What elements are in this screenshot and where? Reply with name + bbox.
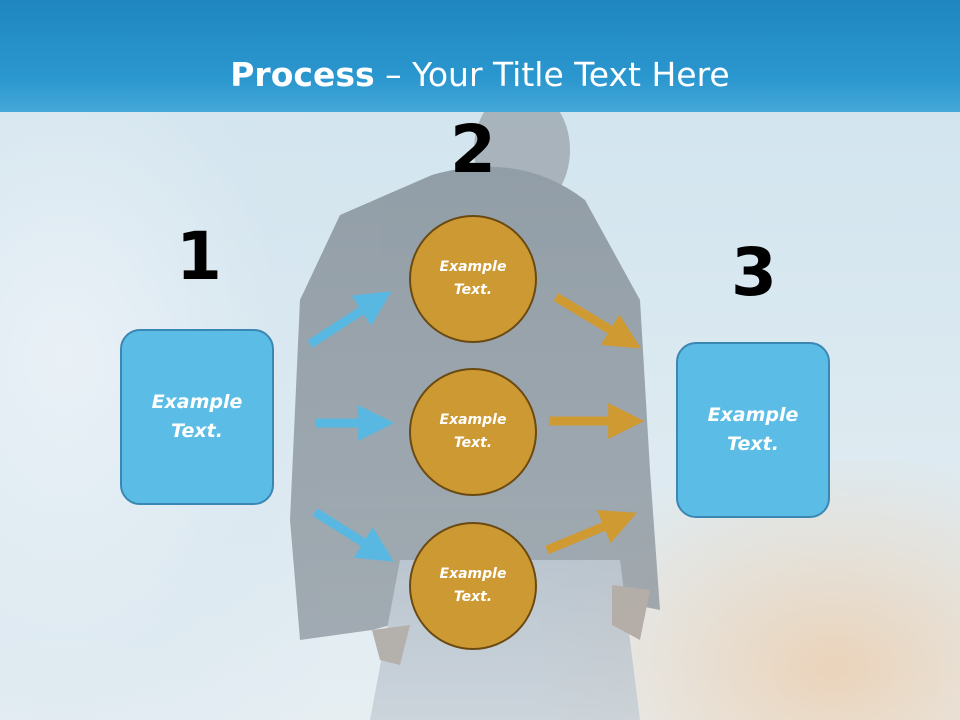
step-number-3: 3 [731,234,777,311]
left-box-line1: Example [151,391,243,413]
step-number-1: 1 [176,218,222,295]
title-bold: Process [230,55,375,94]
slide-title: Process – Your Title Text Here [0,55,960,95]
circle-bottom-line2: Text. [453,589,493,605]
circle-middle-line2: Text. [453,435,493,451]
circle-top-line2: Text. [453,282,493,298]
arrow-left-to-bottom [312,508,394,562]
arrow-bottom-to-right [545,509,637,555]
left-box-line2: Text. [171,420,223,442]
arrow-top-to-right [553,293,641,349]
title-bar [0,0,960,112]
right-box-line2: Text. [727,433,779,455]
circle-middle-line1: Example [439,412,507,428]
title-rest: – Your Title Text Here [374,55,730,94]
circle-top-line1: Example [439,259,507,275]
circle-bottom-line1: Example [439,566,507,582]
right-box-line1: Example [707,404,799,426]
arrow-left-to-top [307,291,392,348]
step-number-2: 2 [450,111,496,188]
